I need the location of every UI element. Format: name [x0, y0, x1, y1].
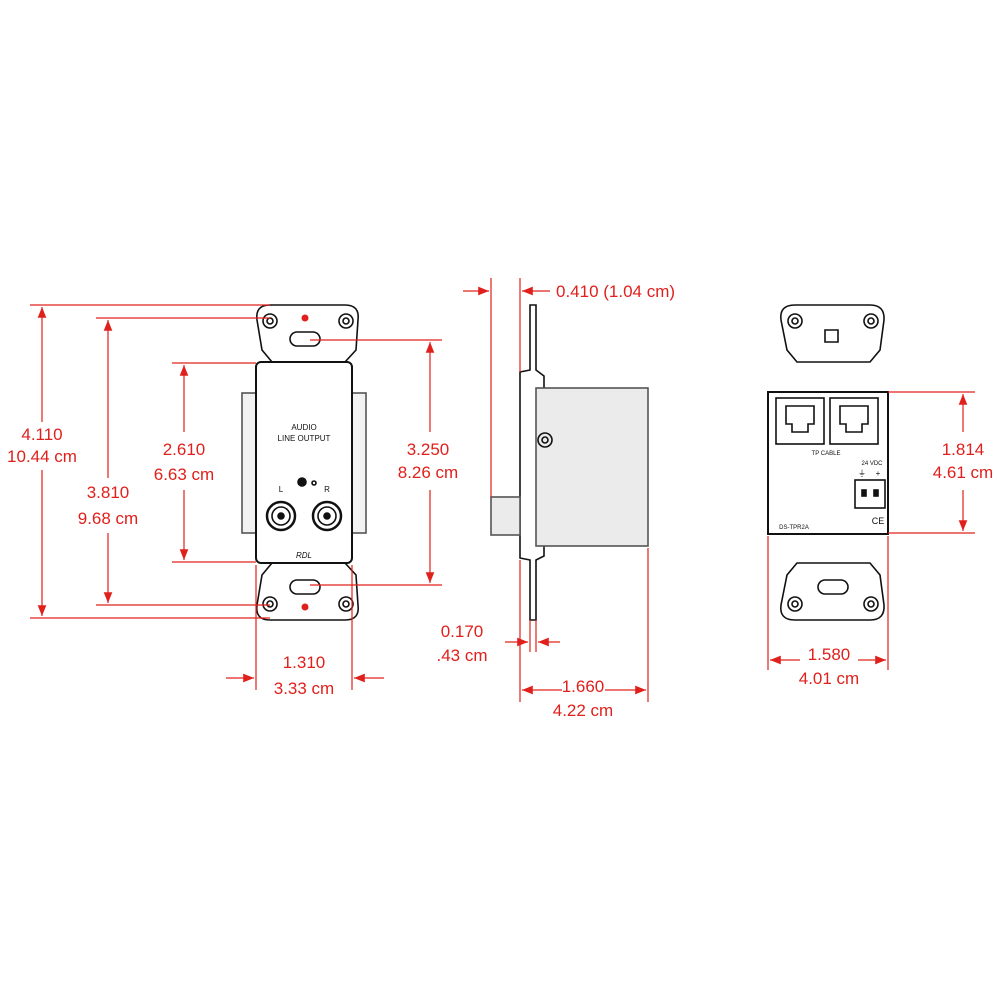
- dim-panel-width-cm: 3.33 cm: [274, 679, 334, 698]
- dim-body-depth-cm: 4.22 cm: [553, 701, 613, 720]
- front-right-flange: [351, 392, 367, 534]
- front-top-left-hole: [262, 313, 278, 329]
- front-bottom-right-hole: [338, 596, 354, 612]
- dim-body-depth-in: 1.660: [562, 677, 605, 696]
- dim-plate-thickness-cm: .43 cm: [436, 646, 487, 665]
- rear-power-label: 24 VDC: [861, 461, 883, 467]
- power-connector: [854, 479, 886, 509]
- dim-screw-spacing-in: 3.250: [407, 440, 450, 459]
- dim-panel-width-in: 1.310: [283, 653, 326, 672]
- front-bottom-left-hole: [262, 596, 278, 612]
- dim-panel-height-cm: 6.63 cm: [154, 465, 214, 484]
- ground-icon: ⏚: [858, 469, 866, 478]
- front-left-flange: [241, 392, 257, 534]
- dim-screw-spacing-cm: 8.26 cm: [398, 463, 458, 482]
- dim-rear-height-in: 1.814: [942, 440, 985, 459]
- front-bottom-ear: [255, 562, 360, 621]
- dim-plate-thickness-in: 0.170: [441, 622, 484, 641]
- side-rca-jack: [490, 496, 521, 536]
- rca-jack-left: [265, 500, 297, 532]
- dim-mount-spacing-in: 3.810: [87, 483, 130, 502]
- rear-ce-mark: CE: [872, 516, 885, 526]
- side-body: [535, 387, 649, 547]
- front-led: [297, 477, 307, 487]
- rca-jack-right: [311, 500, 343, 532]
- front-title-1: AUDIO: [291, 423, 316, 432]
- dim-mount-spacing-cm: 9.68 cm: [78, 509, 138, 528]
- dim-overall-height-in: 4.110: [21, 425, 62, 444]
- dim-panel-height-in: 2.610: [163, 440, 206, 459]
- front-brand: RDL: [296, 551, 312, 560]
- front-top-right-hole: [338, 313, 354, 329]
- rear-view: [767, 304, 889, 621]
- dimension-lines: [30, 278, 975, 702]
- dim-front-depth: 0.410 (1.04 cm): [556, 282, 675, 301]
- front-view: [241, 304, 367, 621]
- rear-power-plus: +: [876, 469, 881, 478]
- rear-bottom-ear: [779, 562, 885, 621]
- dim-rear-height-cm: 4.61 cm: [933, 463, 993, 482]
- front-title-2: LINE OUTPUT: [278, 434, 331, 443]
- rear-model: DS-TPR2A: [779, 525, 809, 531]
- front-bottom-screw: [301, 603, 309, 611]
- front-top-slot: [289, 331, 321, 347]
- dim-rear-width-cm: 4.01 cm: [799, 669, 859, 688]
- side-led: [537, 432, 553, 448]
- side-view: [490, 304, 649, 621]
- dim-rear-width-in: 1.580: [808, 645, 851, 664]
- rear-jack-label: TP CABLE: [812, 451, 841, 457]
- rj45-jack-right: [829, 397, 879, 445]
- rear-top-ear: [779, 304, 885, 363]
- front-top-screw: [301, 314, 309, 322]
- rj45-jack-left: [775, 397, 825, 445]
- front-label-left: L: [279, 485, 284, 494]
- front-label-right: R: [324, 485, 330, 494]
- dim-overall-height-cm: 10.44 cm: [7, 447, 77, 466]
- front-bottom-slot: [289, 579, 321, 595]
- front-panel: [255, 361, 353, 564]
